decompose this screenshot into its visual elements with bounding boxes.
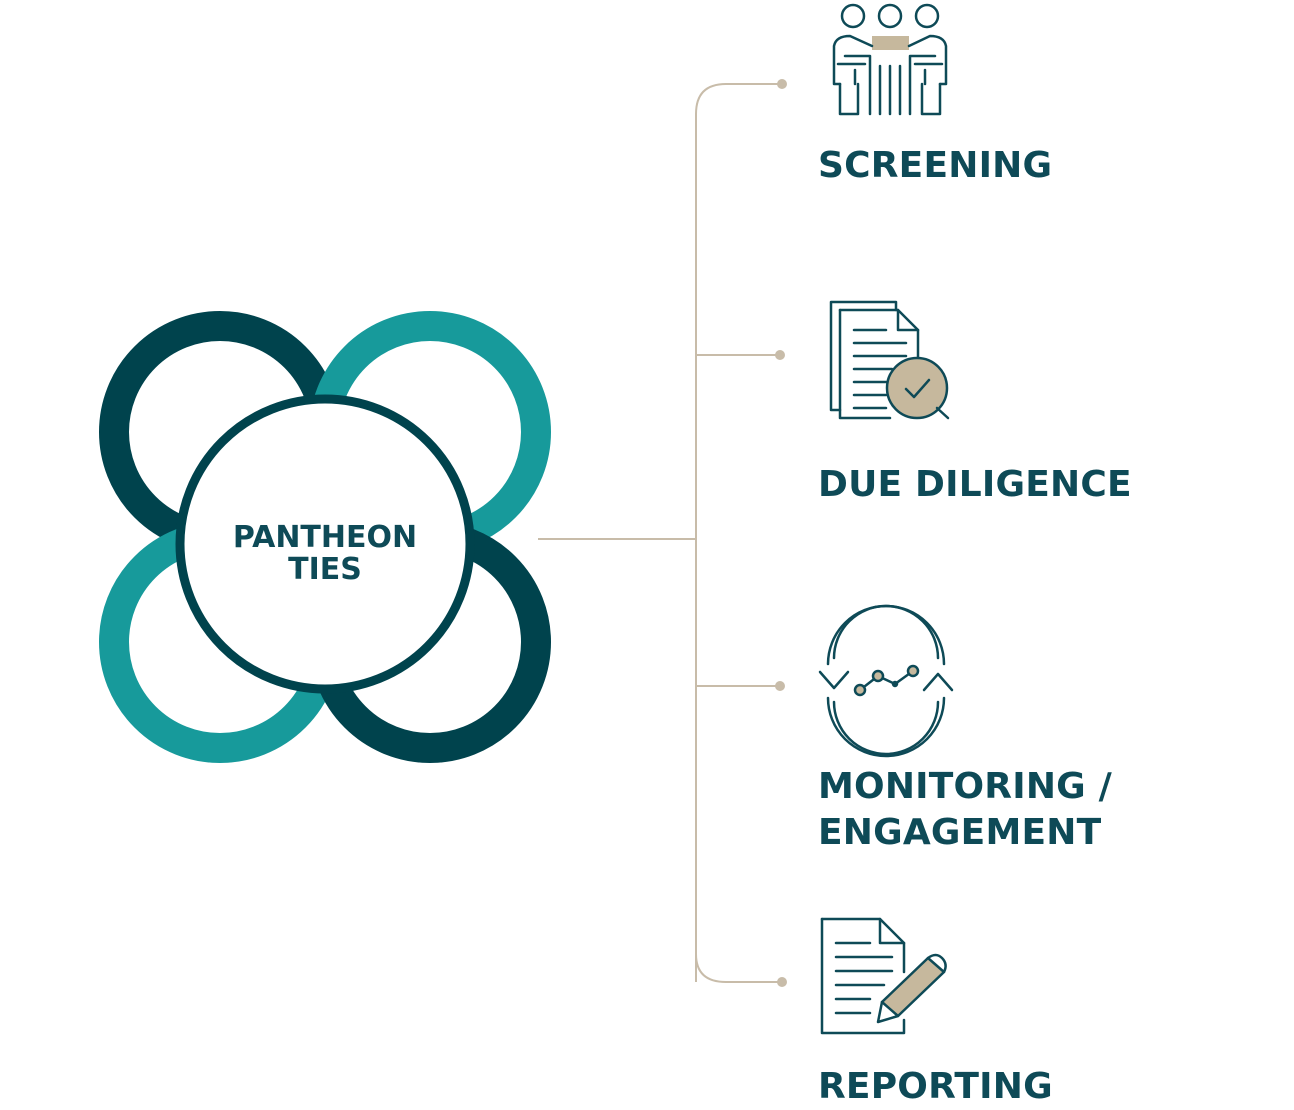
step-due-diligence-label: DUE DILIGENCE xyxy=(818,462,1132,508)
connector-tree xyxy=(538,83,780,983)
step-monitoring-line-1: MONITORING / xyxy=(818,766,1112,807)
document-pen-icon xyxy=(820,917,947,1035)
center-label: PANTHEON TIES xyxy=(205,522,445,586)
step-due-diligence-line-1: DUE DILIGENCE xyxy=(818,464,1132,505)
center-circle xyxy=(175,394,475,694)
center-label-line-1: PANTHEON xyxy=(232,520,418,555)
step-monitoring-line-2: ENGAGEMENT xyxy=(818,812,1102,853)
step-reporting-label: REPORTING xyxy=(818,1064,1053,1110)
connector-dot xyxy=(777,79,787,89)
step-monitoring-label: MONITORING / ENGAGEMENT xyxy=(818,764,1112,856)
step-screening-line-1: SCREENING xyxy=(818,145,1053,186)
center-label-line-2: TIES xyxy=(288,552,362,587)
meeting-people-icon xyxy=(832,3,948,116)
document-check-icon xyxy=(829,300,950,420)
step-screening-label: SCREENING xyxy=(818,143,1052,189)
connector-dot xyxy=(775,681,785,691)
cycle-chart-icon xyxy=(818,604,954,758)
step-reporting-line-1: REPORTING xyxy=(818,1066,1053,1107)
connector-dot xyxy=(777,977,787,987)
connector-dots xyxy=(775,79,787,987)
connector-dot xyxy=(775,350,785,360)
